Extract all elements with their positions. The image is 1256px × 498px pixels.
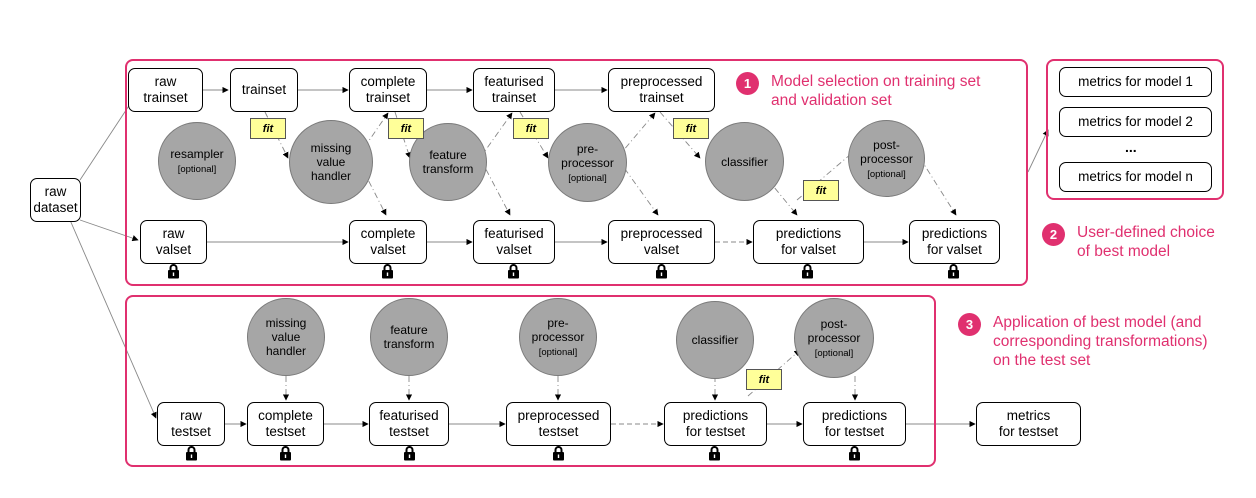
lock-icon xyxy=(168,264,179,279)
missing-value-handler-test-circle: missing value handler xyxy=(247,298,325,376)
metrics-model-1-box: metrics for model 1 xyxy=(1059,67,1212,97)
raw-testset-box: raw testset xyxy=(157,402,225,446)
lock-icon xyxy=(553,446,564,461)
lock-icon xyxy=(382,264,393,279)
step-number-badge: 1 xyxy=(736,72,759,95)
postprocessed-predictions-testset-box: predictions for testset xyxy=(803,402,906,446)
trainset-box: trainset xyxy=(230,68,298,112)
raw-valset-box: raw valset xyxy=(140,220,207,264)
step-3: 3 Application of best model (and corresp… xyxy=(958,313,1208,370)
lock-icon xyxy=(508,264,519,279)
metrics-testset-box: metrics for testset xyxy=(976,402,1081,446)
preprocessor-circle: pre- processor[optional] xyxy=(548,123,627,202)
test-frame xyxy=(125,295,936,467)
preprocessed-valset-box: preprocessed valset xyxy=(608,220,715,264)
complete-trainset-box: complete trainset xyxy=(349,68,427,112)
postprocessed-predictions-valset-box: predictions for valset xyxy=(909,220,1000,264)
step-description: Model selection on training set and vali… xyxy=(771,73,981,109)
lock-icon xyxy=(849,446,860,461)
fit-label: fit xyxy=(513,118,549,139)
fit-label: fit xyxy=(388,118,424,139)
lock-icon xyxy=(404,446,415,461)
featurised-trainset-box: featurised trainset xyxy=(473,68,555,112)
featurised-valset-box: featurised valset xyxy=(473,220,555,264)
featurised-testset-box: featurised testset xyxy=(369,402,449,446)
feature-transform-test-circle: feature transform xyxy=(370,298,448,376)
complete-testset-box: complete testset xyxy=(247,402,324,446)
fit-label: fit xyxy=(673,118,709,139)
classifier-circle: classifier xyxy=(705,122,784,201)
metrics-ellipsis: ... xyxy=(1125,139,1137,155)
raw-trainset-box: raw trainset xyxy=(128,68,203,112)
lock-icon xyxy=(186,446,197,461)
preprocessed-testset-box: preprocessed testset xyxy=(506,402,611,446)
step-description: User-defined choice of best model xyxy=(1077,224,1215,260)
resampler-circle: resampler[optional] xyxy=(158,122,236,200)
step-number-badge: 3 xyxy=(958,313,981,336)
preprocessor-test-circle: pre- processor[optional] xyxy=(519,298,597,376)
lock-icon xyxy=(948,264,959,279)
missing-value-handler-circle: missing value handler xyxy=(289,120,373,204)
step-1: 1 Model selection on training set and va… xyxy=(736,72,980,110)
step-2: 2 User-defined choice of best model xyxy=(1042,223,1215,261)
metrics-panel-frame xyxy=(1046,59,1224,200)
lock-icon xyxy=(280,446,291,461)
step-description: Application of best model (and correspon… xyxy=(993,314,1208,369)
training-validation-frame xyxy=(125,59,1028,286)
predictions-valset-box: predictions for valset xyxy=(753,220,864,264)
preprocessed-trainset-box: preprocessed trainset xyxy=(608,68,715,112)
lock-icon xyxy=(709,446,720,461)
fit-label: fit xyxy=(250,118,286,139)
postprocessor-circle: post- processor[optional] xyxy=(848,120,925,197)
complete-valset-box: complete valset xyxy=(349,220,427,264)
raw-dataset-box: raw dataset xyxy=(30,178,81,222)
metrics-model-2-box: metrics for model 2 xyxy=(1059,107,1212,137)
lock-icon xyxy=(802,264,813,279)
predictions-testset-box: predictions for testset xyxy=(664,402,767,446)
step-number-badge: 2 xyxy=(1042,223,1065,246)
metrics-model-n-box: metrics for model n xyxy=(1059,162,1212,192)
postprocessor-test-circle: post- processor[optional] xyxy=(794,298,874,378)
fit-label: fit xyxy=(803,180,839,201)
classifier-test-circle: classifier xyxy=(676,301,754,379)
lock-icon xyxy=(656,264,667,279)
fit-label: fit xyxy=(746,369,782,390)
